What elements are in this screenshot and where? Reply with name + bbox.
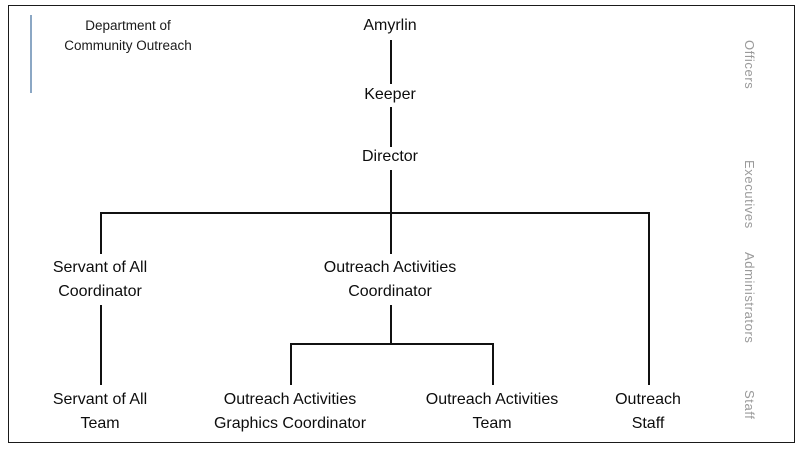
node-servant-of-all-coordinator[interactable]: Servant of All Coordinator [52, 259, 148, 300]
connector-bus-outreach-coordinator [390, 212, 392, 254]
connector-servant-coordinator-team [100, 305, 102, 385]
connector-lower-bus-graphics [290, 343, 292, 385]
node-outreach-activities-team[interactable]: Outreach Activities Team [425, 391, 559, 432]
connector-keeper-director [390, 107, 392, 147]
connector-bus-horizontal [100, 212, 649, 214]
connector-lower-bus-activities-team [492, 343, 494, 385]
connector-director-bus [390, 170, 392, 213]
connector-bus-outreach-staff [648, 212, 650, 385]
connector-bus-servant-coordinator [100, 212, 102, 254]
node-outreach-activities-graphics-coordinator[interactable]: Outreach Activities Graphics Coordinator [213, 391, 367, 432]
connector-amyrlin-keeper [390, 40, 392, 84]
node-servant-of-all-team[interactable]: Servant of All Team [52, 391, 148, 432]
tier-label-officers: Officers [742, 40, 757, 90]
tier-label-executives: Executives [742, 160, 757, 229]
node-keeper[interactable]: Keeper [364, 86, 416, 103]
node-outreach-staff[interactable]: Outreach Staff [615, 391, 681, 432]
tier-label-staff: Staff [742, 390, 757, 420]
chart-frame-border [8, 5, 795, 443]
node-outreach-activities-coordinator[interactable]: Outreach Activities Coordinator [323, 259, 457, 300]
tier-label-administrators: Administrators [742, 252, 757, 344]
connector-outreach-coordinator-bus [390, 305, 392, 343]
connector-lower-bus-horizontal [290, 343, 494, 345]
node-amyrlin[interactable]: Amyrlin [363, 17, 417, 34]
department-accent-bar [30, 15, 32, 93]
department-label: Department of Community Outreach [64, 18, 192, 53]
node-director[interactable]: Director [361, 148, 418, 165]
